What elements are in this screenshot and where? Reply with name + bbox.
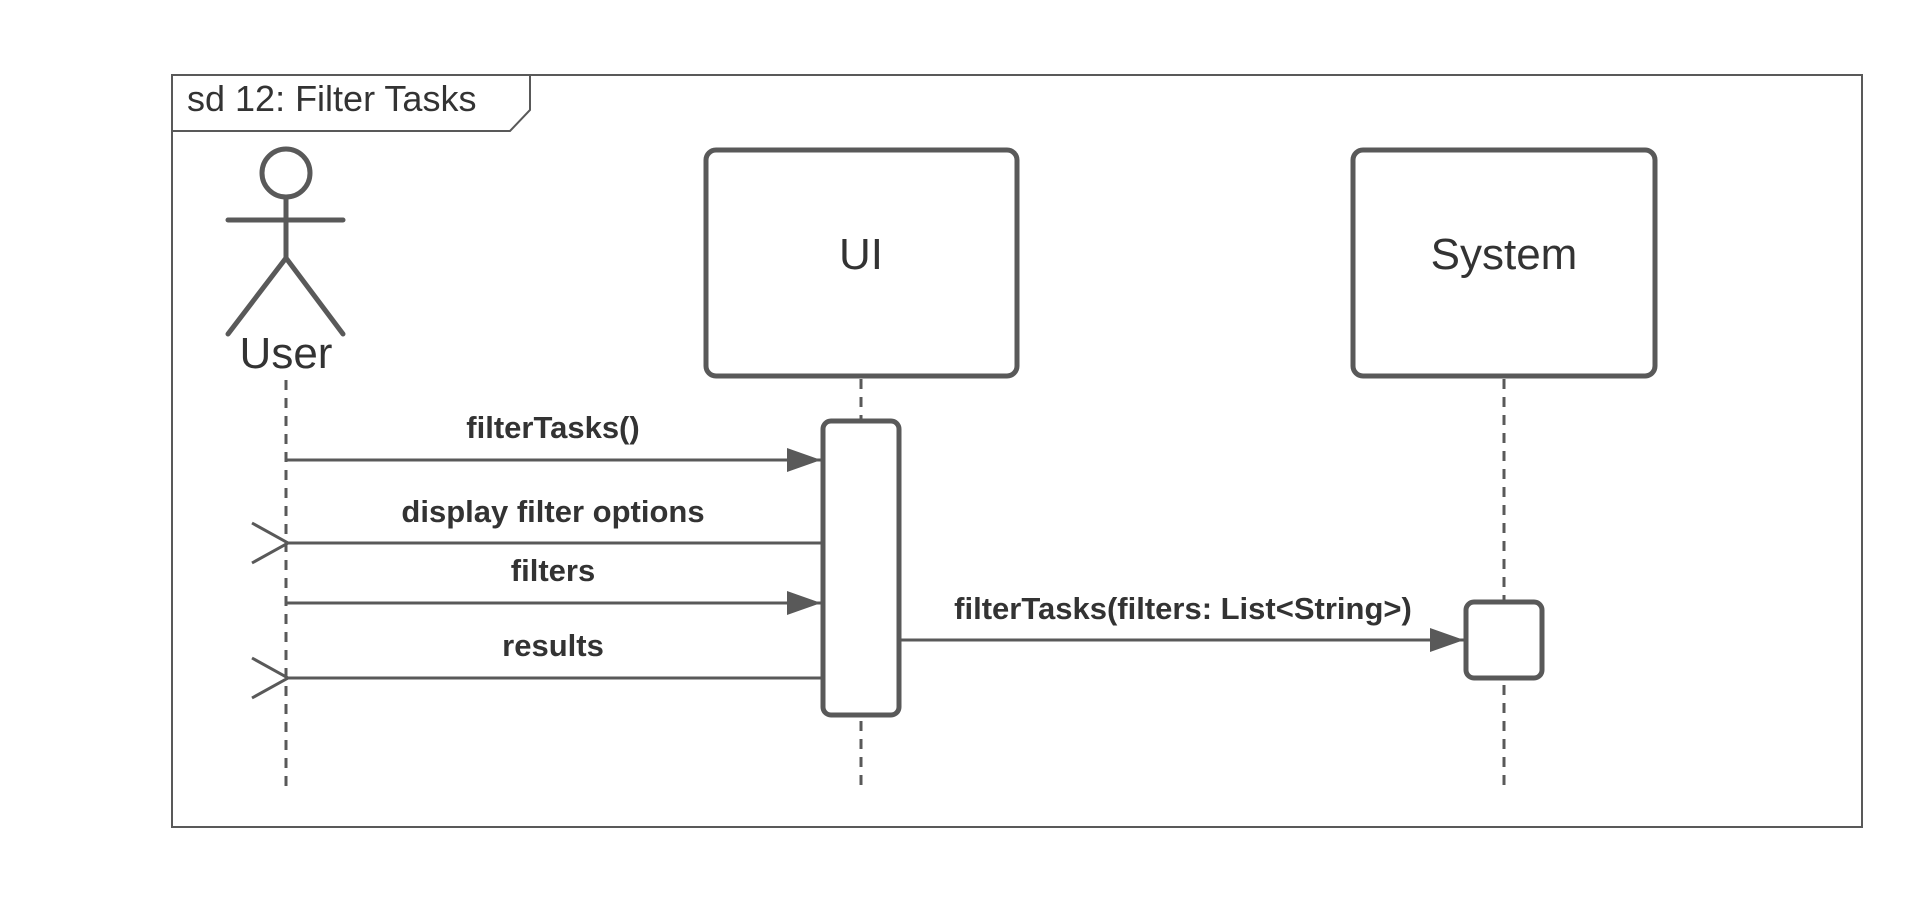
message-label: results	[502, 628, 604, 663]
actor-right-leg	[283, 255, 346, 337]
activation-system	[1463, 599, 1545, 681]
frame-title: sd 12: Filter Tasks	[187, 78, 476, 119]
participant-system-box	[1350, 147, 1658, 379]
frame-title-tab	[172, 74, 531, 132]
participant-ui-label: UI	[839, 230, 883, 279]
actor-head	[259, 146, 313, 200]
actor-left-leg	[225, 255, 289, 337]
message-label: display filter options	[401, 494, 704, 529]
activation-ui	[820, 418, 902, 718]
diagram-frame	[171, 74, 1863, 828]
actor-user	[225, 146, 346, 337]
participant-ui-box	[703, 147, 1020, 379]
message-label: filters	[511, 553, 595, 588]
participant-system-label: System	[1431, 230, 1578, 279]
message-label: filterTasks(filters: List<String>)	[954, 591, 1412, 626]
message-label: filterTasks()	[466, 410, 639, 445]
actor-user-label: User	[240, 329, 333, 378]
